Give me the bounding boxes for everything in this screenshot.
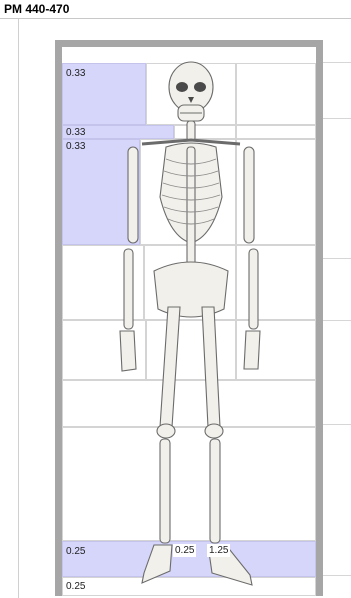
grid-line (323, 258, 351, 259)
region-value-badge: 1.25 (207, 544, 230, 557)
panel-left-border (18, 19, 19, 598)
grid-line (323, 320, 351, 321)
grid-line (323, 118, 351, 119)
grid-line (323, 62, 351, 63)
grid-line (323, 424, 351, 425)
header-divider (0, 18, 351, 19)
body-map: 0.33 0.33 0.33 0.25 0.25 (62, 47, 316, 596)
right-grid-overflow (323, 62, 351, 576)
region-value-badge: 0.25 (173, 544, 196, 557)
skeleton-illustration-icon (62, 47, 316, 596)
page-title: PM 440-470 (4, 2, 69, 16)
grid-line (323, 575, 351, 576)
